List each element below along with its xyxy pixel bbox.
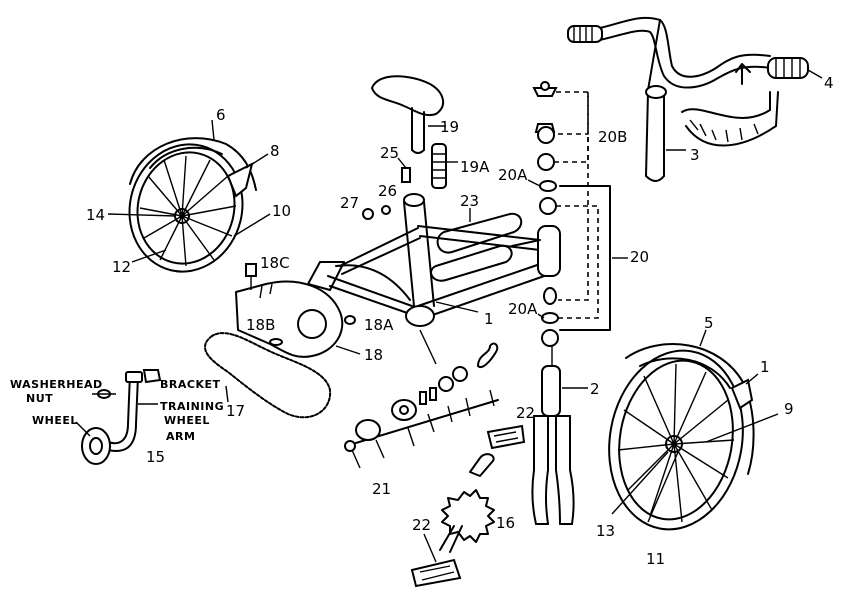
label-18c: 18C xyxy=(260,254,290,272)
label-25: 25 xyxy=(380,144,399,162)
label-20a-lower: 20A xyxy=(508,300,538,318)
brake-cable xyxy=(681,63,779,147)
front-fender xyxy=(625,343,755,475)
chain-guard-screw xyxy=(245,263,257,290)
front-wheel-spokes xyxy=(617,363,735,523)
label-18a: 18A xyxy=(364,316,394,334)
callout-arm: ARM xyxy=(166,430,195,443)
callout-wheel: WHEEL xyxy=(32,414,78,427)
handlebar xyxy=(567,16,771,91)
label-21: 21 xyxy=(372,480,391,498)
top-tube-pad xyxy=(430,212,541,282)
label-15: 15 xyxy=(146,448,165,466)
label-1-frame: 1 xyxy=(484,310,494,328)
label-5: 5 xyxy=(704,314,714,332)
callout-washerhead: WASHERHEAD xyxy=(10,378,103,391)
label-19a: 19A xyxy=(460,158,490,176)
label-23: 23 xyxy=(460,192,479,210)
rear-wheel xyxy=(128,143,244,273)
pedal-lower xyxy=(410,558,462,588)
label-4: 4 xyxy=(824,74,834,92)
headset-parts xyxy=(532,81,559,347)
chain xyxy=(204,332,332,419)
label-20a-upper: 20A xyxy=(498,166,528,184)
label-18b: 18B xyxy=(246,316,275,334)
training-wheel-assembly xyxy=(81,369,162,465)
label-22-fork: 22 xyxy=(516,404,535,422)
label-11: 11 xyxy=(646,550,665,568)
callout-bracket: BRACKET xyxy=(160,378,220,391)
label-27: 27 xyxy=(340,194,359,212)
chain-guard xyxy=(235,280,344,358)
label-1-fender: 1 xyxy=(760,358,770,376)
handlebar-grip xyxy=(767,57,809,79)
label-20b: 20B xyxy=(598,128,627,146)
rear-wheel-spokes xyxy=(139,155,237,267)
label-6: 6 xyxy=(216,106,226,124)
label-19: 19 xyxy=(440,118,459,136)
label-17: 17 xyxy=(226,402,245,420)
label-22-pedal: 22 xyxy=(412,516,431,534)
label-16: 16 xyxy=(496,514,515,532)
label-13: 13 xyxy=(596,522,615,540)
label-2: 2 xyxy=(590,380,600,398)
label-9: 9 xyxy=(784,400,794,418)
callout-training-wheel: WHEEL xyxy=(164,414,210,427)
label-18: 18 xyxy=(364,346,383,364)
label-20: 20 xyxy=(630,248,649,266)
seat-post xyxy=(431,143,447,189)
label-3: 3 xyxy=(690,146,700,164)
label-8: 8 xyxy=(270,142,280,160)
callout-nut: NUT xyxy=(26,392,53,405)
seat xyxy=(371,75,445,154)
frame xyxy=(307,193,551,327)
label-26: 26 xyxy=(378,182,397,200)
label-10: 10 xyxy=(272,202,291,220)
pedal-upper xyxy=(486,424,526,450)
label-12: 12 xyxy=(112,258,131,276)
fork xyxy=(531,365,575,525)
label-14: 14 xyxy=(86,206,105,224)
bottom-bracket-parts xyxy=(344,329,499,469)
handlebar-stem xyxy=(645,85,667,182)
front-wheel xyxy=(608,349,744,531)
rear-fender xyxy=(129,137,257,198)
head-tube xyxy=(537,225,561,277)
crank-and-chainring xyxy=(439,453,495,553)
callout-training: TRAINING xyxy=(160,400,224,413)
